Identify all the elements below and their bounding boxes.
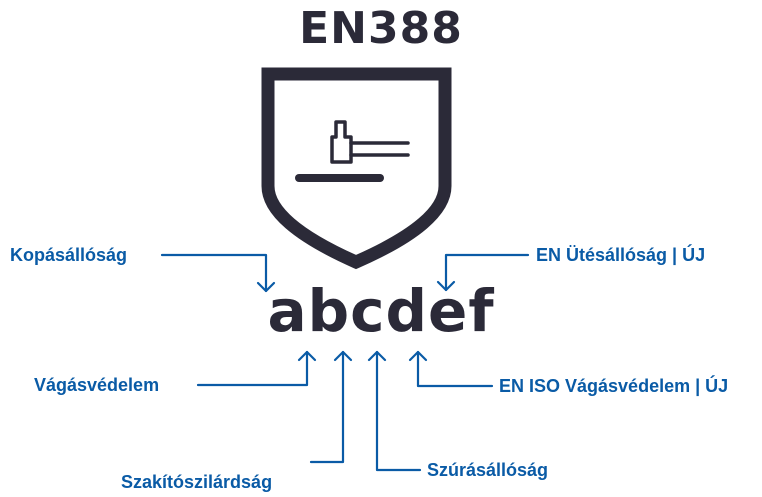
label-impact: EN Ütésállóság | ÚJ <box>536 245 706 265</box>
arrow-up-d-icon <box>367 350 387 362</box>
leader-line-e <box>416 350 494 388</box>
arrow-up-c-icon <box>333 350 353 362</box>
label-puncture: Szúrásállóság <box>427 460 549 480</box>
hammer-icon <box>330 120 410 164</box>
arrow-down-a-icon <box>256 281 276 293</box>
arrow-up-e-icon <box>408 350 428 362</box>
leader-line-c <box>309 350 345 464</box>
arrow-down-f-icon <box>436 280 456 292</box>
label-abrasion: Kopásállóság <box>10 245 128 265</box>
label-cut: Vágásvédelem <box>34 375 160 395</box>
label-iso-cut: EN ISO Vágásvédelem | ÚJ <box>499 376 729 396</box>
label-tear: Szakítószilárdság <box>121 472 273 492</box>
leader-line-f <box>444 253 530 292</box>
leader-line-b <box>196 350 309 387</box>
rating-code: abcdef <box>267 277 495 345</box>
leader-line-a <box>160 253 268 293</box>
arrow-up-b-icon <box>297 350 317 362</box>
shield-icon <box>261 67 452 270</box>
standard-title: EN388 <box>299 3 463 54</box>
leader-line-d <box>375 350 422 472</box>
